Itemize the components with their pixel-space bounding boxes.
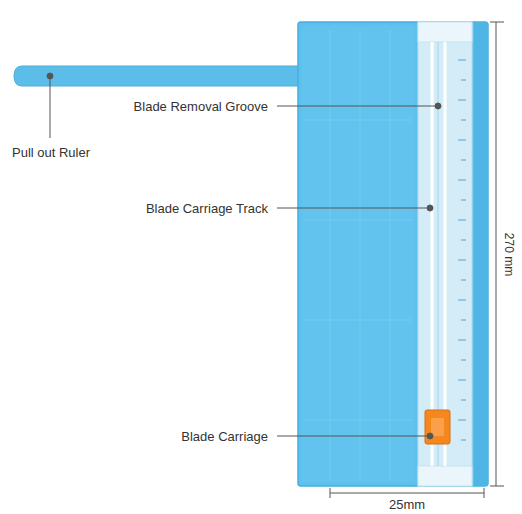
dimension-label: 270 mm (501, 230, 516, 277)
base-edge (474, 22, 488, 486)
dimension-label: 25mm (389, 497, 425, 512)
part-label: Blade Carriage (181, 429, 268, 444)
leader-lines (47, 73, 441, 439)
grid-lines (304, 30, 412, 480)
track-end-cap (418, 466, 472, 486)
part-label: Blade Removal Groove (134, 99, 268, 114)
part-label: Pull out Ruler (12, 145, 90, 160)
track-end-cap (418, 22, 472, 42)
pull-out-ruler (14, 66, 300, 86)
cutting-surface (302, 26, 414, 482)
trimmer-base (298, 22, 488, 486)
blade-carriage (425, 410, 450, 444)
scale-ticks (458, 60, 466, 440)
carriage-grip (431, 418, 444, 436)
clear-track (418, 22, 472, 486)
dimension-lines (330, 22, 504, 498)
part-label: Blade Carriage Track (146, 201, 268, 216)
track-rail (444, 42, 447, 466)
